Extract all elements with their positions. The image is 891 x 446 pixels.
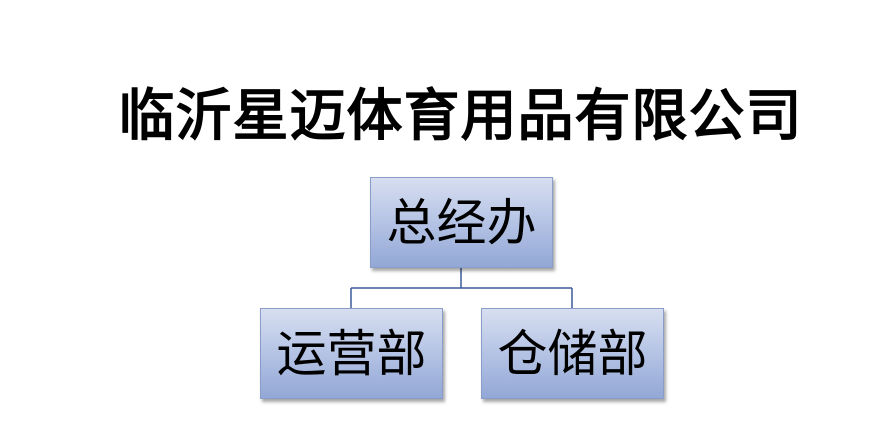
org-node-label: 运营部	[276, 324, 427, 383]
org-node-label: 仓储部	[497, 324, 648, 383]
org-node-operations: 运营部	[260, 308, 443, 399]
company-title: 临沂星迈体育用品有限公司	[118, 84, 803, 149]
org-node-warehouse: 仓储部	[481, 308, 664, 399]
org-node-general-office: 总经办	[370, 177, 553, 268]
org-node-label: 总经办	[386, 193, 537, 252]
